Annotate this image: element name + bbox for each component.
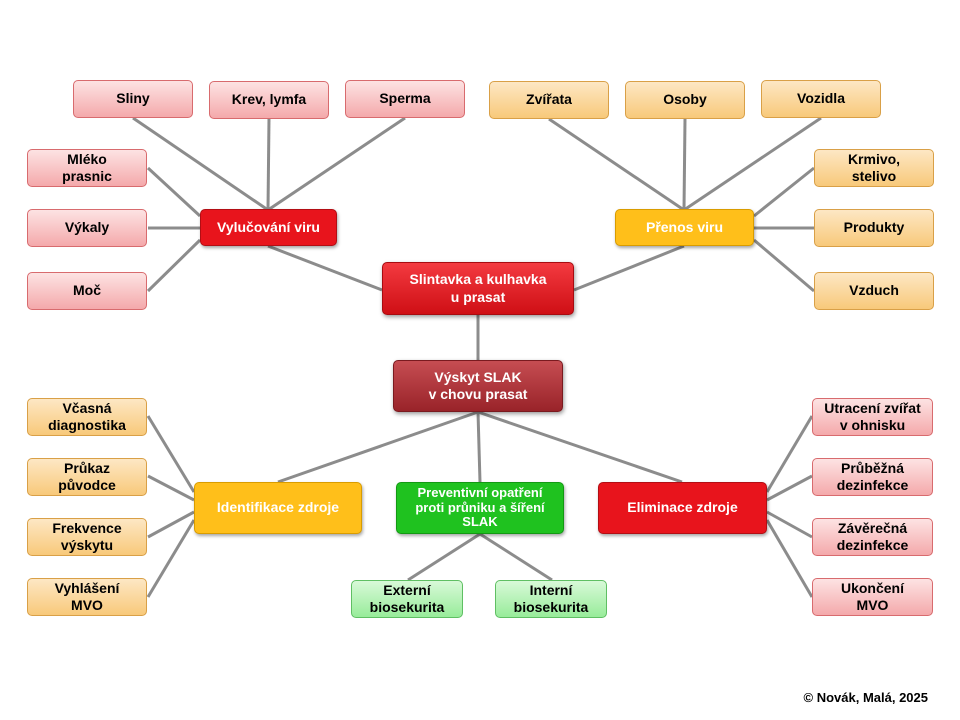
hub-preventivni-opatreni: Preventivní opatření proti průniku a šíř… — [396, 482, 564, 534]
connector-ukonceni — [765, 519, 814, 598]
node-zvirata: Zvířata — [489, 81, 609, 119]
connector-utraceni — [765, 415, 814, 493]
hub-vylucovani-viru: Vylučování viru — [200, 209, 337, 246]
node-interni-biosekurita: Interní biosekurita — [495, 580, 607, 618]
connector-krev — [266, 117, 271, 211]
connector-vyhlaseni — [146, 519, 196, 598]
connector-root-preventivni — [476, 411, 482, 483]
connector-osoby — [682, 118, 687, 211]
node-vyhlaseni-mvo: Vyhlášení MVO — [27, 578, 147, 616]
node-externi-biosekurita: Externí biosekurita — [351, 580, 463, 618]
connector-vozidla — [683, 116, 822, 212]
node-produkty: Produkty — [814, 209, 934, 247]
node-sliny: Sliny — [73, 80, 193, 118]
connector-vcasna — [146, 415, 196, 493]
connector-sperma — [267, 116, 406, 212]
root-vyskyt-slak: Výskyt SLAK v chovu prasat — [393, 360, 563, 412]
node-vzduch: Vzduch — [814, 272, 934, 310]
node-zaverecna-dezinfekce: Závěrečná dezinfekce — [812, 518, 933, 556]
connector-vylucovani-center — [267, 244, 383, 292]
hub-eliminace-zdroje: Eliminace zdroje — [598, 482, 767, 534]
node-vozidla: Vozidla — [761, 80, 881, 118]
node-prubezna-dezinfekce: Průběžná dezinfekce — [812, 458, 933, 496]
hub-prenos-viru: Přenos viru — [615, 209, 754, 246]
connector-root-identifikace — [277, 410, 479, 484]
node-krmivo-stelivo: Krmivo, stelivo — [814, 149, 934, 187]
node-moc: Moč — [27, 272, 147, 310]
node-utraceni-zvirat: Utracení zvířat v ohnisku — [812, 398, 933, 436]
connector-prukaz — [147, 474, 195, 502]
connector-krmivo — [753, 166, 815, 218]
connector-prenos-center — [573, 244, 685, 292]
connector-interni — [479, 532, 553, 582]
node-sperma: Sperma — [345, 80, 465, 118]
connector-externi — [407, 532, 481, 582]
node-vcasna-diagnostika: Včasná diagnostika — [27, 398, 147, 436]
connector-root-eliminace — [477, 410, 683, 484]
node-ukonceni-mvo: Ukončení MVO — [812, 578, 933, 616]
center-slintavka-a-kulhavka: Slintavka a kulhavka u prasat — [382, 262, 574, 315]
node-mleko-prasnic: Mléko prasnic — [27, 149, 147, 187]
connector-sliny — [132, 116, 269, 212]
connector-zaverecna — [766, 510, 813, 539]
hub-identifikace-zdroje: Identifikace zdroje — [194, 482, 362, 534]
node-osoby: Osoby — [625, 81, 745, 119]
connector-mleko — [146, 166, 202, 218]
connector-zvirata — [548, 117, 685, 212]
connector-vzduch — [753, 238, 815, 293]
copyright-text: © Novák, Malá, 2025 — [803, 690, 928, 705]
connector-frekvence — [147, 510, 195, 539]
node-frekvence-vyskytu: Frekvence výskytu — [27, 518, 147, 556]
node-vykaly: Výkaly — [27, 209, 147, 247]
node-prukaz-puvodce: Průkaz původce — [27, 458, 147, 496]
node-krev-lymfa: Krev, lymfa — [209, 81, 329, 119]
connector-prubezna — [766, 474, 813, 502]
connector-moc — [146, 238, 202, 293]
